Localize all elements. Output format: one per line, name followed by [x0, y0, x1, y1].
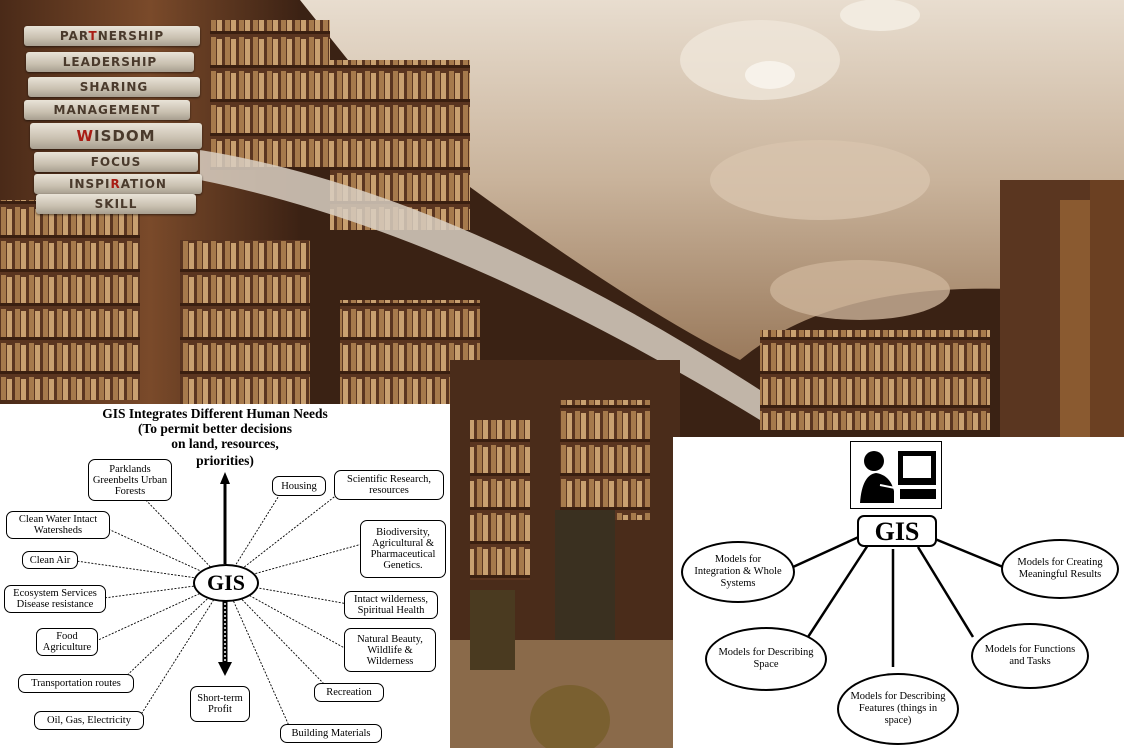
diagram-subtitle: (To permit better decisions: [137, 421, 293, 436]
need-node: Oil, Gas, Electricity: [34, 711, 144, 730]
need-node: Ecosystem Services Disease resistance: [4, 585, 106, 613]
book-spine: SHARING: [28, 77, 200, 97]
need-node: Parklands Greenbelts Urban Forests: [88, 459, 172, 501]
need-node: Clean Water Intact Watersheds: [6, 511, 110, 539]
need-node: Natural Beauty, Wildlife & Wilderness: [344, 628, 436, 672]
book-spine: WISDOM: [30, 123, 202, 149]
need-node: Transportation routes: [18, 674, 134, 693]
book-spine: FOCUS: [34, 152, 198, 172]
need-node: Intact wilderness, Spiritual Health: [344, 591, 438, 619]
diagram-title: GIS Integrates Different Human Needs: [102, 406, 328, 421]
book-spine: LEADERSHIP: [26, 52, 194, 72]
model-node: Models for Describing Features (things i…: [837, 673, 959, 745]
book-spine: MANAGEMENT: [24, 100, 190, 120]
need-node: Food Agriculture: [36, 628, 98, 656]
need-node: Recreation: [314, 683, 384, 702]
diagram-subtitle: on land, resources,: [171, 436, 279, 451]
gis-center-node: GIS: [193, 564, 259, 602]
model-node: Models for Integration & Whole Systems: [681, 541, 795, 603]
model-node: Models for Creating Meaningful Results: [1001, 539, 1119, 599]
gis-center-node: GIS: [857, 515, 937, 547]
book-spine: SKILL: [36, 194, 196, 214]
connector-lines: [792, 533, 1004, 667]
need-node: Scientific Research, resources: [334, 470, 444, 500]
need-node: Short-term Profit: [190, 686, 250, 722]
diagram-subtitle: priorities): [196, 453, 254, 468]
computer-operator-icon: [850, 441, 942, 509]
need-node: Housing: [272, 476, 326, 496]
model-node: Models for Describing Space: [705, 627, 827, 691]
model-node: Models for Functions and Tasks: [971, 623, 1089, 689]
need-node: Biodiversity, Agricultural & Pharmaceuti…: [360, 520, 446, 578]
need-node: Clean Air: [22, 551, 78, 569]
book-spine: PARTNERSHIP: [24, 26, 200, 46]
need-node: Building Materials: [280, 724, 382, 743]
gis-needs-diagram: GIS Integrates Different Human Needs (To…: [0, 404, 450, 748]
book-spine: INSPIRATION: [34, 174, 202, 194]
book-stack: PARTNERSHIP LEADERSHIP SHARING MANAGEMEN…: [20, 22, 210, 214]
gis-models-diagram: GIS Models for Integration & Whole Syste…: [673, 437, 1124, 748]
